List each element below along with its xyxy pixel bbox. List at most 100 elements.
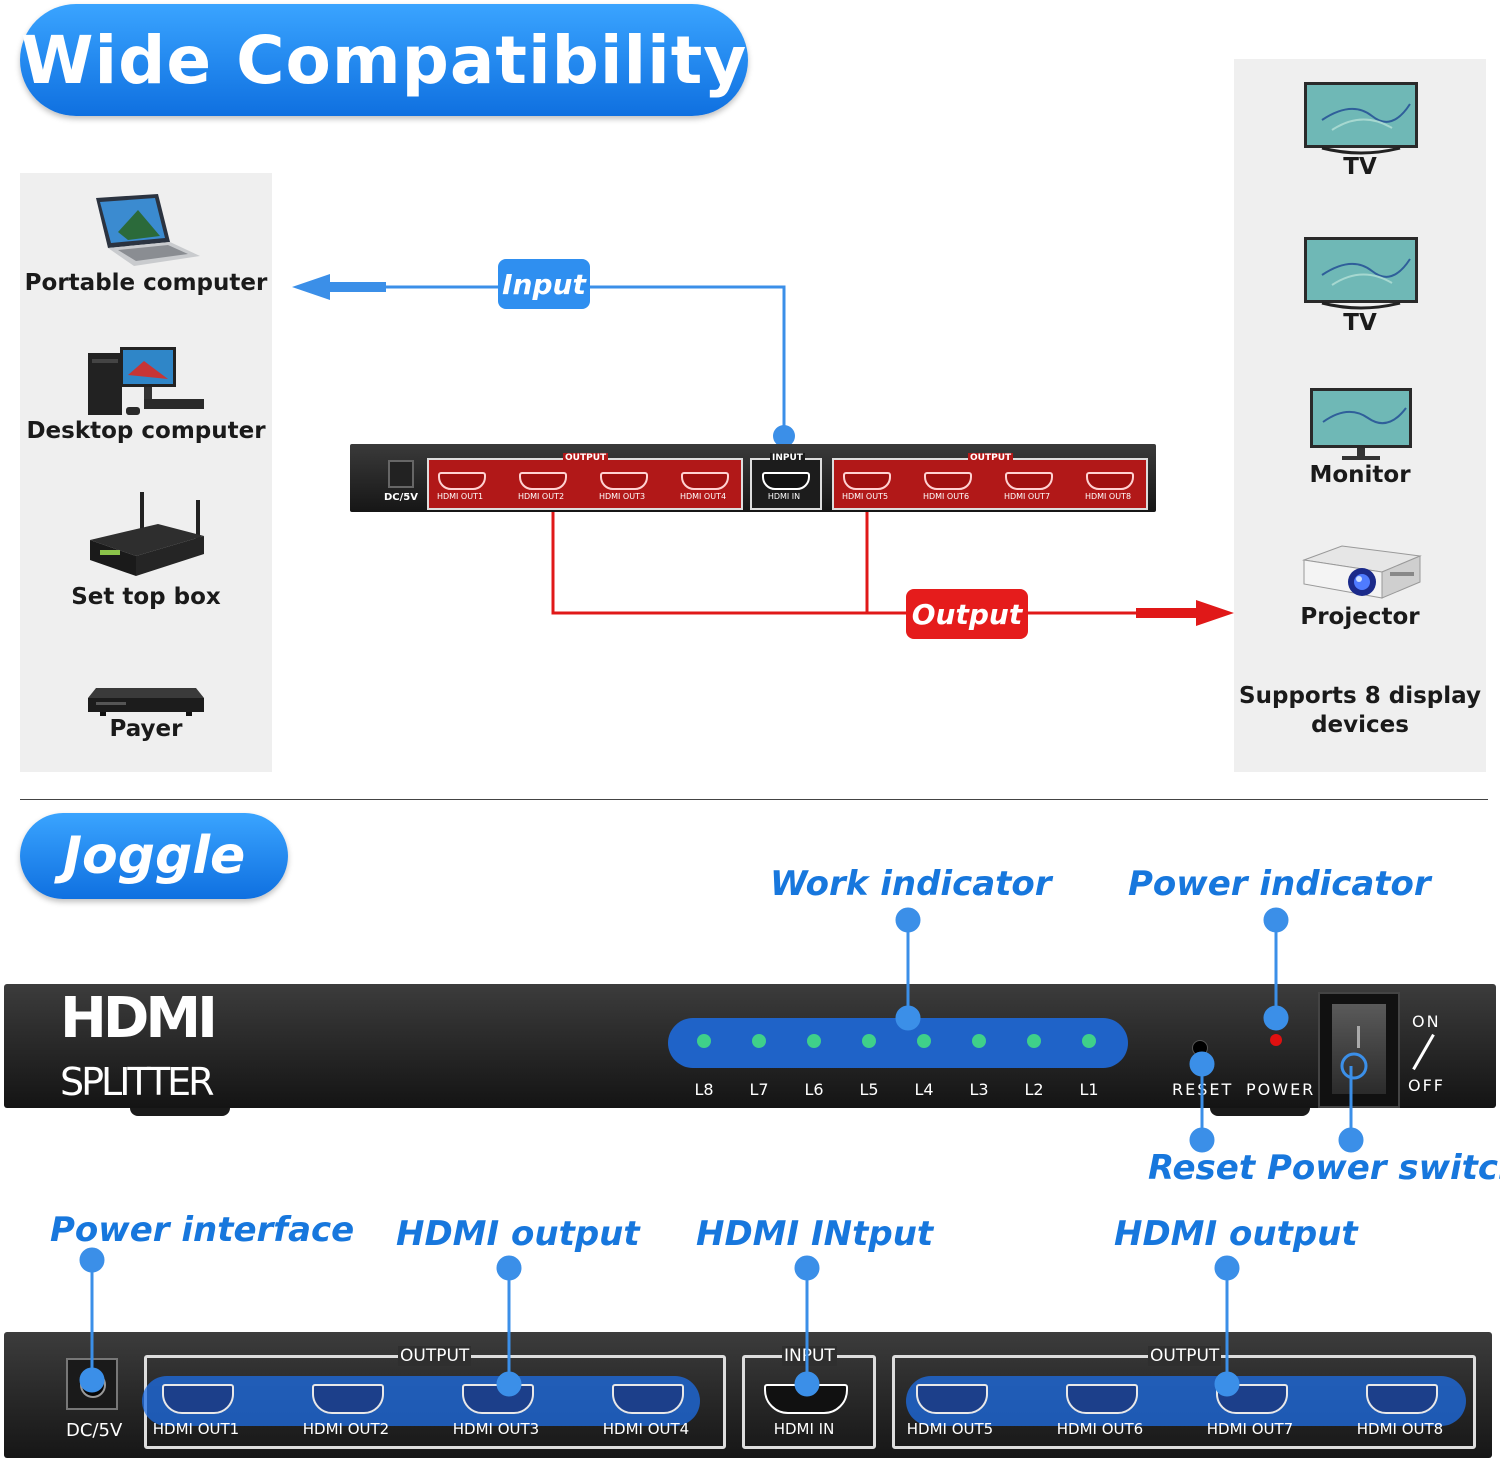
small-hdmi-out-port-7[interactable]	[1005, 472, 1053, 490]
callout-hdmi-output-left: HDMI output	[396, 1214, 640, 1254]
small-hdmi-out-port-5[interactable]	[843, 472, 891, 490]
projector-icon	[1302, 545, 1422, 599]
small-hdmi-out-label-4: HDMI OUT4	[679, 492, 727, 501]
display-label-monitor: Monitor	[1309, 462, 1411, 488]
tv-icon	[1304, 82, 1418, 155]
callout-power-indicator: Power indicator	[1128, 864, 1431, 904]
led-indicator-l4	[917, 1034, 931, 1048]
rear-hdmi-out-port-6[interactable]	[1066, 1384, 1138, 1414]
led-label-l4: L4	[914, 1080, 934, 1099]
laptop-icon	[96, 194, 200, 266]
desktop-computer-icon	[88, 347, 204, 415]
power-switch-on-mark	[1357, 1026, 1360, 1048]
output-tag: Output	[906, 589, 1028, 639]
splitter-small-input-label: INPUT	[770, 453, 805, 463]
front-foot-left	[130, 1108, 230, 1116]
rear-hdmi-in-label: HDMI IN	[773, 1420, 835, 1438]
led-indicator-l3	[972, 1034, 986, 1048]
led-label-l5: L5	[859, 1080, 879, 1099]
splitter-small-output-label-left: OUTPUT	[563, 453, 609, 463]
small-hdmi-out-port-8[interactable]	[1086, 472, 1134, 490]
display-label-tv-2: TV	[1343, 310, 1377, 336]
rear-hdmi-out-label-6: HDMI OUT6	[1056, 1420, 1144, 1438]
power-switch-rocker[interactable]	[1332, 1004, 1386, 1094]
rear-hdmi-out-label-1: HDMI OUT1	[152, 1420, 240, 1438]
small-hdmi-out-port-2[interactable]	[519, 472, 567, 490]
small-hdmi-out-label-8: HDMI OUT8	[1084, 492, 1132, 501]
rear-hdmi-out-port-4[interactable]	[612, 1384, 684, 1414]
small-hdmi-in-port[interactable]	[762, 472, 810, 490]
player-icon	[88, 688, 204, 716]
source-label-laptop: Portable computer	[24, 270, 268, 296]
source-label-desktop: Desktop computer	[26, 418, 266, 444]
led-label-l6: L6	[804, 1080, 824, 1099]
splitter-small-dc-jack	[388, 460, 414, 488]
callout-power-interface: Power interface	[50, 1210, 355, 1250]
small-hdmi-out-port-1[interactable]	[438, 472, 486, 490]
small-hdmi-out-port-4[interactable]	[681, 472, 729, 490]
rear-hdmi-out-label-5: HDMI OUT5	[906, 1420, 994, 1438]
led-indicator-l1	[1082, 1034, 1096, 1048]
callout-hdmi-output-right: HDMI output	[1114, 1214, 1358, 1254]
set-top-box-icon	[90, 492, 204, 576]
display-label-tv-1: TV	[1343, 154, 1377, 180]
rear-input-label: INPUT	[782, 1346, 837, 1366]
led-indicator-l5	[862, 1034, 876, 1048]
rear-output-label-left: OUTPUT	[398, 1346, 472, 1366]
led-label-l2: L2	[1024, 1080, 1044, 1099]
rear-hdmi-out-port-8[interactable]	[1366, 1384, 1438, 1414]
small-hdmi-out-label-3: HDMI OUT3	[598, 492, 646, 501]
front-foot-right	[1210, 1108, 1310, 1116]
section-title: Joggle	[62, 826, 246, 886]
small-hdmi-out-label-1: HDMI OUT1	[436, 492, 484, 501]
joggle-pill: Joggle	[20, 813, 288, 899]
display-label-projector: Projector	[1300, 604, 1420, 630]
led-strip	[668, 1018, 1128, 1068]
rear-hdmi-out-port-1[interactable]	[162, 1384, 234, 1414]
led-indicator-l2	[1027, 1034, 1041, 1048]
tv-icon	[1304, 237, 1418, 310]
small-hdmi-out-label-5: HDMI OUT5	[841, 492, 889, 501]
small-hdmi-out-port-3[interactable]	[600, 472, 648, 490]
rear-output-label-right: OUTPUT	[1148, 1346, 1222, 1366]
rear-hdmi-out-label-3: HDMI OUT3	[452, 1420, 540, 1438]
led-label-l1: L1	[1079, 1080, 1099, 1099]
input-tag-label: Input	[502, 267, 586, 301]
title-pill: Wide Compatibility	[20, 4, 748, 116]
switch-off-label: OFF	[1408, 1076, 1445, 1095]
source-label-player: Payer	[109, 716, 183, 742]
front-brand-line2: SPLITTER	[60, 1060, 215, 1104]
splitter-small-output-label-right: OUTPUT	[968, 453, 1014, 463]
small-hdmi-out-label-7: HDMI OUT7	[1003, 492, 1051, 501]
rear-highlight-left	[142, 1376, 700, 1426]
power-label: POWER	[1246, 1080, 1316, 1099]
rear-dc-label: DC/5V	[66, 1420, 123, 1441]
rear-hdmi-out-label-7: HDMI OUT7	[1206, 1420, 1294, 1438]
callout-hdmi-input: HDMI INtput	[696, 1214, 934, 1254]
led-indicator-l8	[697, 1034, 711, 1048]
input-tag: Input	[498, 259, 590, 309]
sources-panel	[20, 173, 272, 772]
splitter-small-dc-label: DC/5V	[384, 492, 418, 503]
page-title: Wide Compatibility	[20, 21, 748, 99]
small-hdmi-out-port-6[interactable]	[924, 472, 972, 490]
led-label-l8: L8	[694, 1080, 714, 1099]
monitor-icon	[1310, 388, 1412, 460]
source-label-settopbox: Set top box	[71, 584, 221, 610]
output-tag-label: Output	[911, 597, 1023, 631]
section-divider	[20, 799, 1488, 800]
front-brand-line1: HDMI	[60, 986, 218, 1051]
rear-hdmi-out-label-4: HDMI OUT4	[602, 1420, 690, 1438]
led-label-l3: L3	[969, 1080, 989, 1099]
power-indicator-led	[1270, 1034, 1282, 1046]
led-indicator-l6	[807, 1034, 821, 1048]
rear-hdmi-out-port-5[interactable]	[916, 1384, 988, 1414]
flow-lines	[292, 274, 1234, 626]
led-label-l7: L7	[749, 1080, 769, 1099]
displays-note: Supports 8 display devices	[1239, 683, 1481, 738]
callout-work-indicator: Work indicator	[770, 864, 1052, 904]
small-hdmi-out-label-2: HDMI OUT2	[517, 492, 565, 501]
rear-hdmi-out-port-2[interactable]	[312, 1384, 384, 1414]
